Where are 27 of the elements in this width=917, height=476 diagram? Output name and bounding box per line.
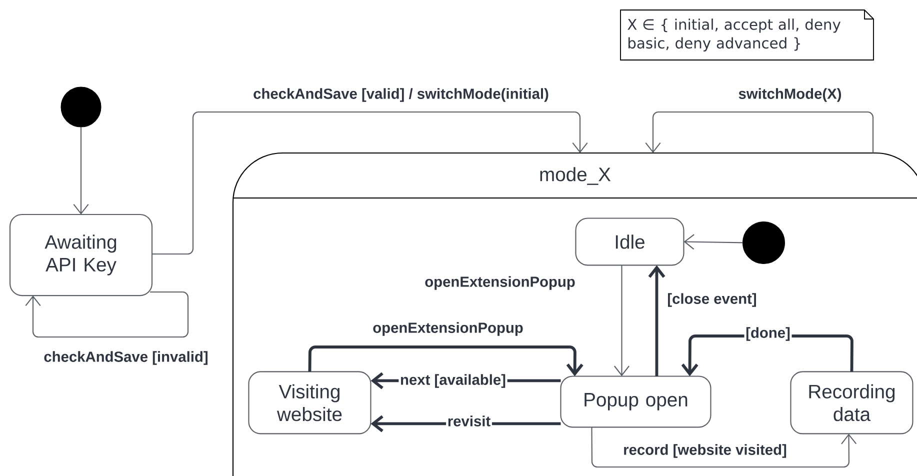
edge-label: [done] bbox=[746, 327, 790, 341]
arrow bbox=[648, 265, 666, 376]
arrow bbox=[152, 111, 588, 255]
edge-label: openExtensionPopup bbox=[373, 322, 523, 336]
note-box: X ∈ { initial, accept all, deny basic, deny advanced } bbox=[620, 10, 874, 60]
state-box: Idle bbox=[575, 218, 684, 266]
state-box: Recording data bbox=[790, 371, 914, 434]
initial-state-dot bbox=[60, 86, 102, 128]
edge-label: next [available] bbox=[400, 374, 506, 388]
arrow bbox=[684, 234, 743, 250]
arrow bbox=[25, 291, 189, 338]
arrow bbox=[308, 346, 584, 376]
state-box: Awaiting API Key bbox=[9, 214, 153, 296]
edge-label: revisit bbox=[448, 416, 490, 426]
arrow bbox=[591, 427, 857, 468]
edge-label: openExtensionPopup bbox=[425, 276, 575, 290]
state-box: Visiting website bbox=[248, 371, 372, 434]
arrow bbox=[614, 265, 630, 376]
state-box: Popup open bbox=[560, 376, 712, 428]
edge-label: checkAndSave [valid] / switchMode(initial) bbox=[254, 88, 548, 102]
edge-label: record [website visited] bbox=[624, 444, 786, 458]
initial-state-dot bbox=[742, 221, 785, 264]
edge-label: checkAndSave [invalid] bbox=[44, 351, 208, 365]
edge-label: [close event] bbox=[668, 293, 756, 307]
edge-label: switchMode(X) bbox=[738, 88, 842, 102]
arrow bbox=[73, 127, 89, 214]
arrow bbox=[645, 111, 874, 153]
